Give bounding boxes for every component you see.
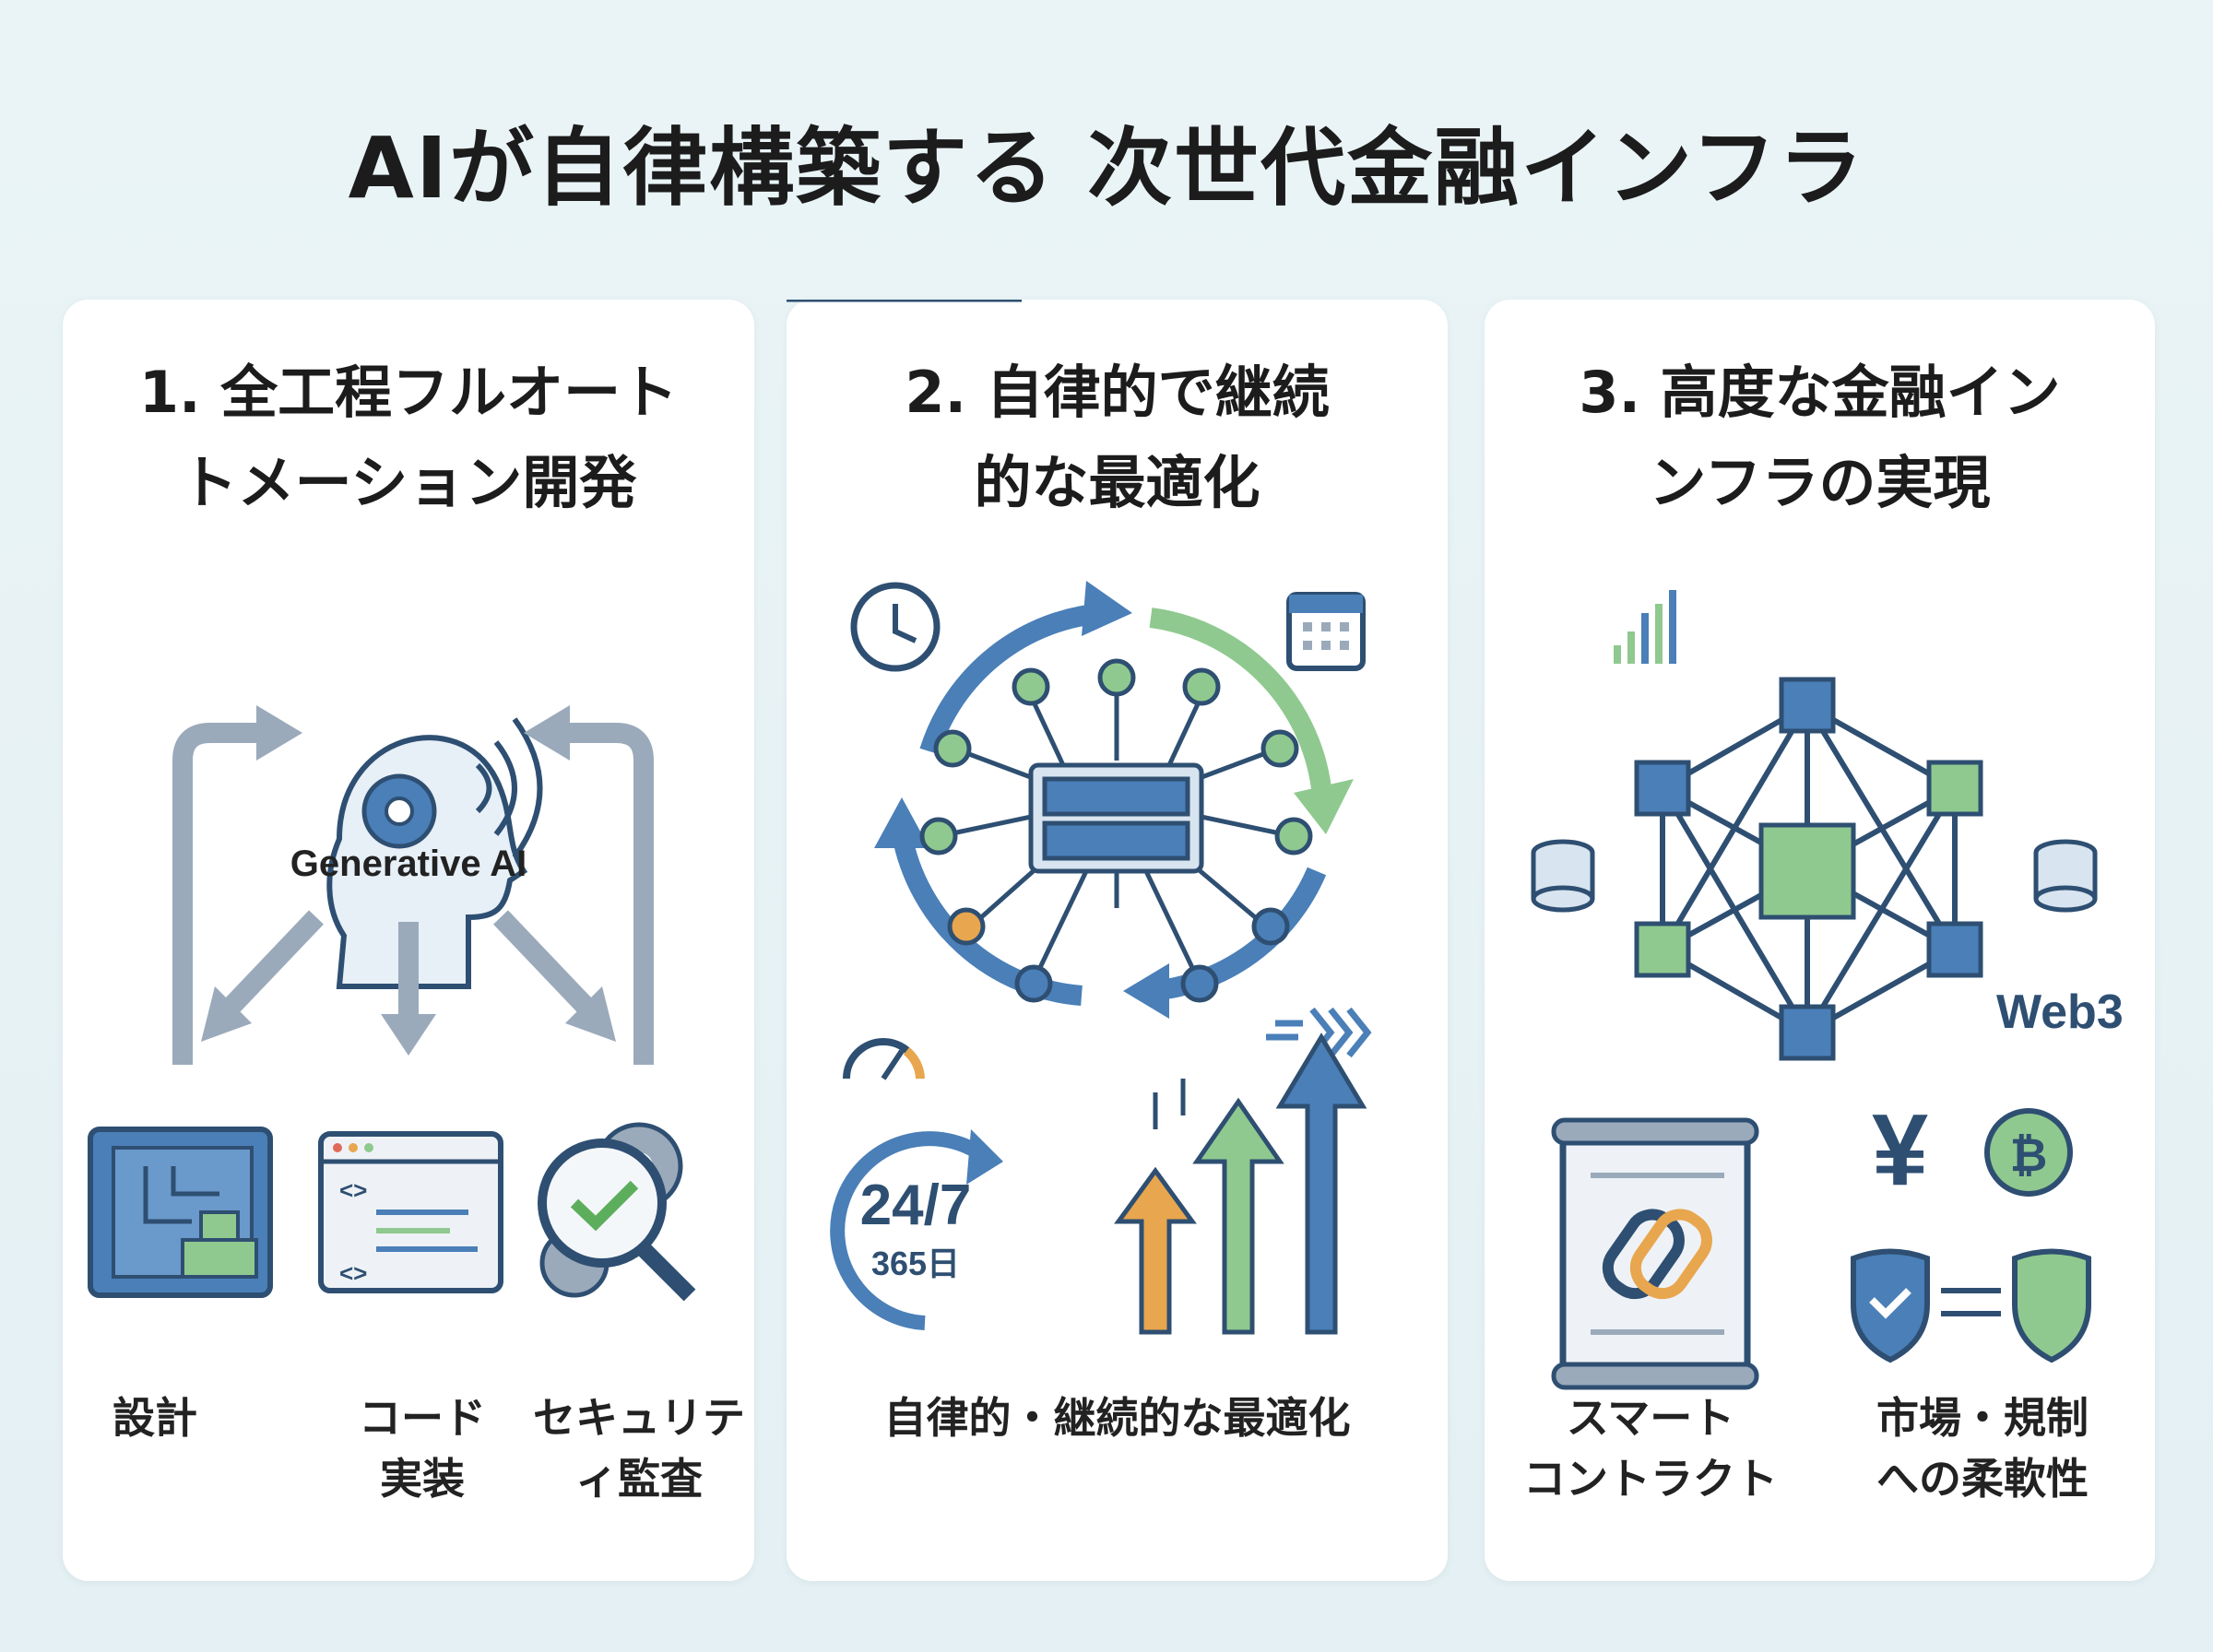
card-automation: 1. 全工程フルオート トメーション開発 bbox=[63, 300, 754, 1581]
svg-text:<>: <> bbox=[339, 1259, 367, 1287]
database-icon-left bbox=[1531, 839, 1595, 913]
yen-symbol: ¥ bbox=[1872, 1093, 1928, 1207]
label-audit: セキュリテ ィ監査 bbox=[533, 1393, 745, 1504]
cycle-arrow-green bbox=[1149, 608, 1331, 790]
caption-optimization: 自律的・継続的な最適化 bbox=[883, 1393, 1351, 1443]
ai-head-icon bbox=[326, 717, 543, 989]
cycle-arrow-blue-bottom bbox=[1150, 867, 1327, 1001]
main-title: AIが自律構築する 次世代金融インフラ bbox=[348, 119, 1865, 218]
bar-decoration-icon bbox=[1614, 590, 1676, 664]
server-network-icon bbox=[787, 300, 1313, 1003]
card-title: 3. 高度な金融イン ンフラの実現 bbox=[1579, 359, 2061, 516]
card-title: 1. 全工程フルオート トメーション開発 bbox=[138, 359, 679, 516]
cycle-main-text: 24/7 bbox=[860, 1174, 972, 1237]
blockchain-cubes bbox=[1634, 677, 1983, 1061]
infrastructure-diagram: Web3 ¥ ₿ bbox=[1531, 590, 2124, 1390]
market-regulation-icon: ¥ ₿ bbox=[1851, 1093, 2091, 1363]
blueprint-icon bbox=[88, 1127, 273, 1298]
speed-gauge-icon bbox=[843, 1038, 925, 1080]
cycle-sub-text: 365日 bbox=[871, 1245, 960, 1282]
label-code: コード 実装 bbox=[359, 1393, 486, 1504]
24-7-cycle-icon: 24/7 365日 bbox=[830, 1129, 1003, 1330]
automation-diagram: <> <> Generative AI bbox=[88, 705, 696, 1302]
hub-label: Generative AI bbox=[290, 844, 527, 884]
database-icon-right bbox=[2033, 839, 2098, 913]
optimization-diagram: 24/7 365日 bbox=[787, 300, 1372, 1335]
clock-icon bbox=[850, 582, 941, 672]
calendar-icon bbox=[1286, 592, 1366, 671]
label-design: 設計 bbox=[112, 1393, 197, 1443]
card-optimization: 2. 自律的で継続 的な最適化 bbox=[787, 300, 1448, 1581]
svg-text:₿: ₿ bbox=[2010, 1129, 2048, 1181]
cycle-arrow-blue-top bbox=[919, 603, 1106, 755]
card-infrastructure: 3. 高度な金融イン ンフラの実現 bbox=[1485, 300, 2155, 1581]
smart-contract-icon bbox=[1551, 1117, 1759, 1390]
growth-arrows-icon bbox=[1114, 1032, 1367, 1335]
code-window-icon: <> <> bbox=[318, 1131, 503, 1293]
network-label: Web3 bbox=[1996, 985, 2124, 1039]
feedback-arrow-left bbox=[172, 723, 266, 1065]
label-smart-contract: スマート コントラクト bbox=[1523, 1393, 1778, 1504]
label-flexibility: 市場・規制 への柔軟性 bbox=[1876, 1393, 2089, 1504]
svg-text:<>: <> bbox=[339, 1176, 367, 1204]
card-title: 2. 自律的で継続 的な最適化 bbox=[905, 359, 1330, 516]
security-audit-icon bbox=[538, 1122, 696, 1302]
feedback-arrow-right bbox=[561, 723, 654, 1065]
